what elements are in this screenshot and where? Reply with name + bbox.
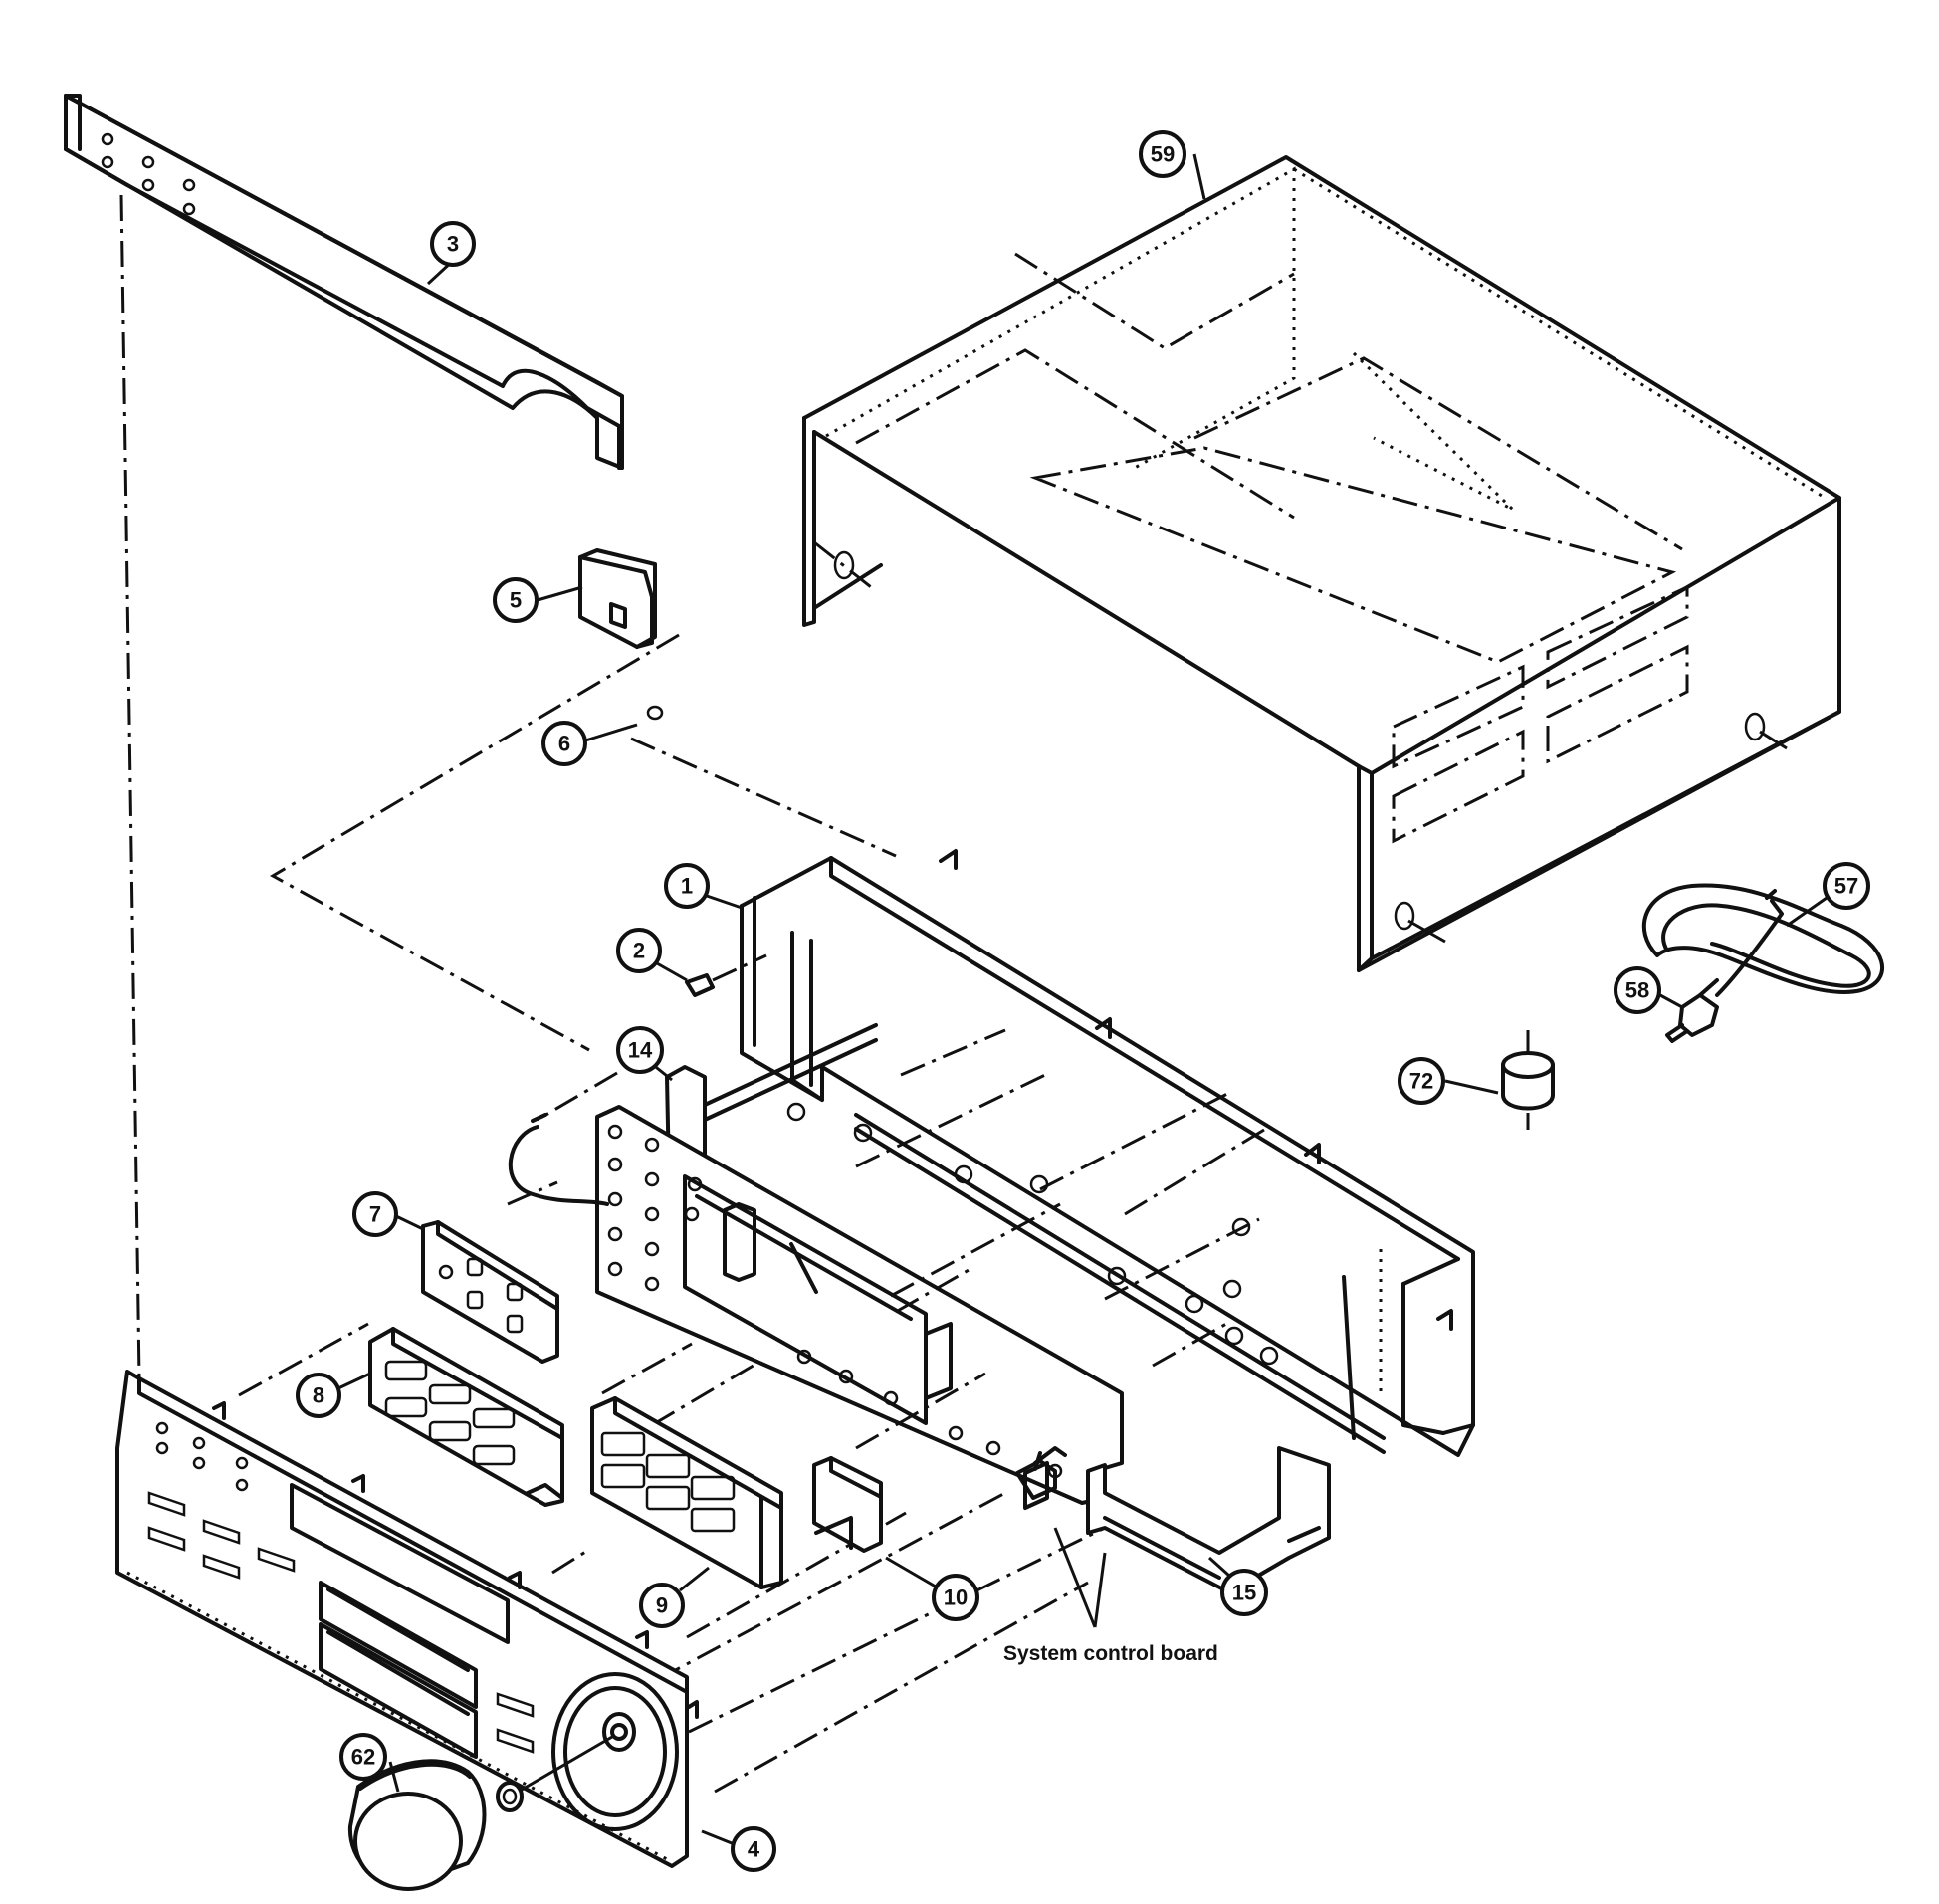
callout-57: 57 — [1823, 862, 1870, 910]
board-wire — [508, 1125, 609, 1206]
callout-leaders — [337, 153, 1828, 1845]
svg-text:7: 7 — [369, 1202, 381, 1227]
callout-6: 6 — [541, 721, 587, 766]
callout-7: 7 — [352, 1191, 398, 1237]
svg-text:6: 6 — [558, 732, 570, 756]
callout-58: 58 — [1614, 966, 1661, 1014]
callout-14: 14 — [616, 1026, 664, 1074]
callout-59: 59 — [1139, 130, 1186, 178]
alignment-line-14 — [537, 1071, 618, 1122]
part-4-front-panel — [115, 1370, 699, 1868]
callout-62: 62 — [339, 1733, 387, 1781]
part-59-top-cover — [802, 155, 1841, 972]
callout-8: 8 — [296, 1373, 341, 1418]
part-62-knob — [347, 1735, 613, 1891]
alignment-line-5 — [269, 633, 680, 1052]
svg-text:59: 59 — [1151, 142, 1175, 167]
part-9-switch-block — [590, 1396, 783, 1589]
svg-text:57: 57 — [1834, 874, 1858, 899]
encoder-shaft — [1015, 1446, 1067, 1500]
alignment-line-left — [119, 194, 141, 1379]
alignment-lines — [238, 1028, 1265, 1794]
part-6-screw — [630, 705, 897, 858]
callout-1: 1 — [664, 863, 710, 909]
callout-15: 15 — [1220, 1569, 1268, 1616]
svg-text:10: 10 — [944, 1586, 968, 1610]
callout-5: 5 — [493, 577, 539, 623]
part-2-screw — [685, 953, 767, 997]
svg-text:1: 1 — [681, 874, 693, 899]
callout-3: 3 — [430, 221, 476, 267]
callout-10: 10 — [932, 1574, 979, 1621]
system-control-board-label: System control board — [1003, 1642, 1218, 1665]
part-57-power-cord — [1641, 883, 1885, 997]
part-8-button-block — [368, 1327, 564, 1507]
part-5-block — [578, 548, 657, 649]
callout-72: 72 — [1398, 1057, 1445, 1105]
svg-text:5: 5 — [510, 588, 522, 613]
callout-2: 2 — [616, 928, 662, 973]
part-10-component — [812, 1456, 883, 1553]
callout-9: 9 — [639, 1583, 685, 1628]
svg-text:8: 8 — [313, 1383, 324, 1408]
callout-4: 4 — [731, 1826, 776, 1872]
svg-text:15: 15 — [1232, 1581, 1256, 1605]
part-72-foot — [1501, 1030, 1555, 1130]
part-58-plug — [1665, 978, 1719, 1043]
svg-text:9: 9 — [656, 1593, 668, 1618]
svg-text:3: 3 — [447, 232, 459, 257]
svg-text:4: 4 — [748, 1837, 760, 1862]
svg-text:14: 14 — [628, 1038, 653, 1063]
part-1-chassis-frame — [740, 849, 1475, 1457]
svg-text:58: 58 — [1625, 978, 1649, 1003]
svg-text:2: 2 — [633, 939, 645, 963]
part-15-flat-cable — [1086, 1446, 1331, 1594]
svg-text:62: 62 — [351, 1745, 375, 1770]
part-3-top-bracket — [64, 94, 624, 470]
svg-text:72: 72 — [1409, 1069, 1433, 1094]
part-7-bracket — [421, 1220, 559, 1364]
